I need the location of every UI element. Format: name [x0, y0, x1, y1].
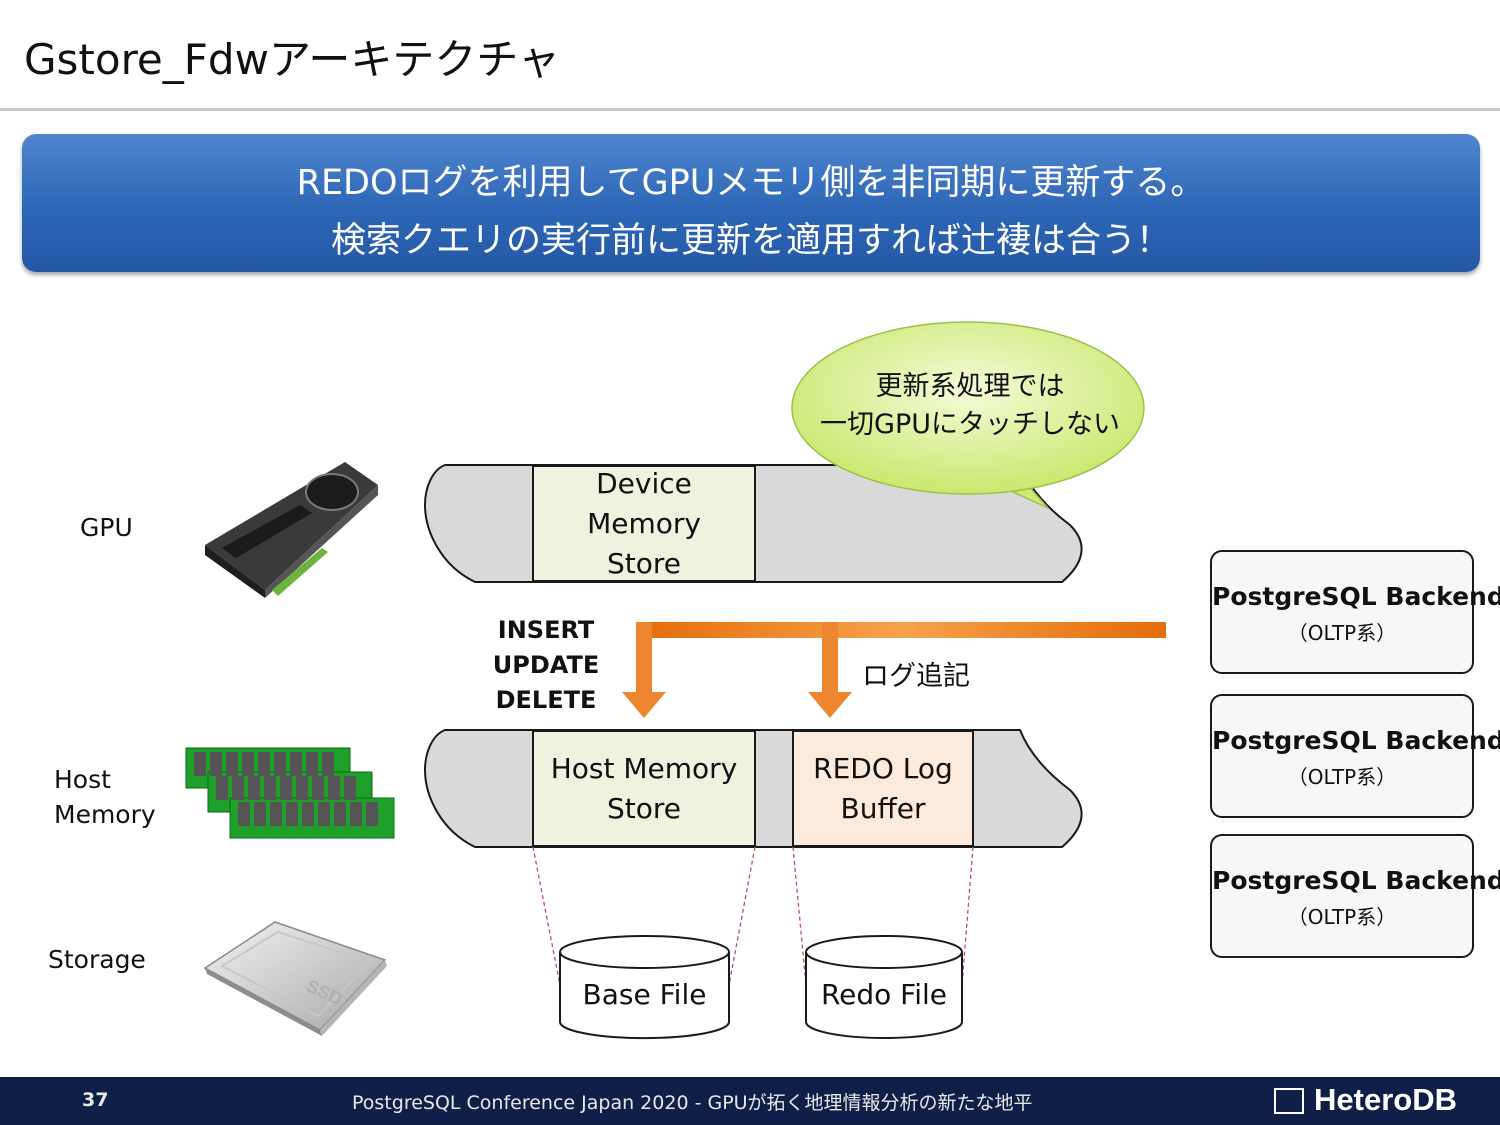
- backend-1-name: PostgreSQL Backend: [1212, 582, 1500, 611]
- backend-3-type: （OLTP系）: [1287, 905, 1397, 929]
- callout-text: 更新系処理では 一切GPUにタッチしない: [800, 368, 1140, 444]
- redo-file-cylinder: [805, 935, 963, 1039]
- callout-line-2: 一切GPUにタッチしない: [820, 409, 1120, 440]
- host-store-line-2: Store: [606, 792, 681, 825]
- banner-line-2: 検索クエリの実行前に更新を適用すれば辻褄は合う！: [330, 221, 1171, 261]
- redo-log-buffer-label: REDO Log Buffer: [793, 749, 973, 829]
- layer-label-memory: Memory: [54, 800, 156, 829]
- redo-file-connector-left: [792, 846, 807, 986]
- postgresql-backend-3: PostgreSQL Backend （OLTP系）: [1210, 834, 1500, 958]
- heterodb-logo-text: HeteroDB: [1314, 1082, 1457, 1117]
- device-store-line-3: Store: [606, 547, 681, 580]
- redo-buffer-line-2: Buffer: [840, 792, 926, 825]
- host-memory-store-label: Host Memory Store: [533, 749, 755, 829]
- device-store-line-2: Memory: [587, 507, 701, 540]
- postgresql-backend-2: PostgreSQL Backend （OLTP系）: [1210, 694, 1500, 818]
- backend-2-type: （OLTP系）: [1287, 765, 1397, 789]
- backend-1-type: （OLTP系）: [1287, 621, 1397, 645]
- memory-dimm-icon: [185, 747, 395, 839]
- base-file-label: Base File: [582, 978, 707, 1011]
- title-divider: [0, 108, 1500, 111]
- host-store-line-1: Host Memory: [550, 752, 738, 785]
- postgresql-backend-1: PostgreSQL Backend （OLTP系）: [1210, 550, 1500, 674]
- gpu-card-icon: [205, 462, 378, 598]
- device-store-line-1: Device: [596, 467, 692, 500]
- device-memory-store-box: [532, 465, 756, 582]
- operation-update: UPDATE: [492, 651, 600, 679]
- heterodb-logo-icon: [1274, 1088, 1304, 1114]
- ssd-icon: SSD: [203, 921, 387, 1036]
- redo-file-label: Redo File: [820, 978, 948, 1011]
- operation-delete: DELETE: [495, 686, 597, 714]
- backend-3-name: PostgreSQL Backend: [1212, 866, 1500, 895]
- banner-line-1: REDOログを利用してGPUメモリ側を非同期に更新する。: [296, 163, 1206, 203]
- redo-file-connector-right: [961, 846, 974, 986]
- base-file-connector-right: [728, 846, 756, 986]
- slide-title: Gstore_Fdwアーキテクチャ: [24, 35, 561, 84]
- callout-ellipse: [791, 321, 1145, 495]
- host-memory-store-box: [532, 730, 756, 847]
- layer-label-gpu: GPU: [80, 513, 133, 542]
- footer-bar: [0, 1077, 1500, 1125]
- layer-label-host: Host: [54, 765, 111, 794]
- redo-log-buffer-box: [792, 730, 974, 847]
- footer-text: PostgreSQL Conference Japan 2020 - GPUが拓…: [352, 1092, 1033, 1114]
- redo-buffer-line-1: REDO Log: [813, 752, 953, 785]
- base-file-cylinder: [559, 935, 730, 1040]
- page-number: 37: [82, 1089, 109, 1111]
- summary-banner: REDOログを利用してGPUメモリ側を非同期に更新する。 検索クエリの実行前に更…: [22, 134, 1480, 272]
- log-append-label: ログ追記: [862, 661, 970, 692]
- layer-label-storage: Storage: [48, 945, 146, 974]
- device-memory-store-label: Device Memory Store: [533, 464, 755, 584]
- operation-insert: INSERT: [497, 616, 595, 644]
- write-flow-arrows: [622, 622, 1166, 718]
- backend-2-name: PostgreSQL Backend: [1212, 726, 1500, 755]
- base-file-connector-left: [532, 846, 561, 986]
- callout-line-1: 更新系処理では: [875, 371, 1065, 402]
- operation-list: INSERT UPDATE DELETE: [486, 613, 606, 718]
